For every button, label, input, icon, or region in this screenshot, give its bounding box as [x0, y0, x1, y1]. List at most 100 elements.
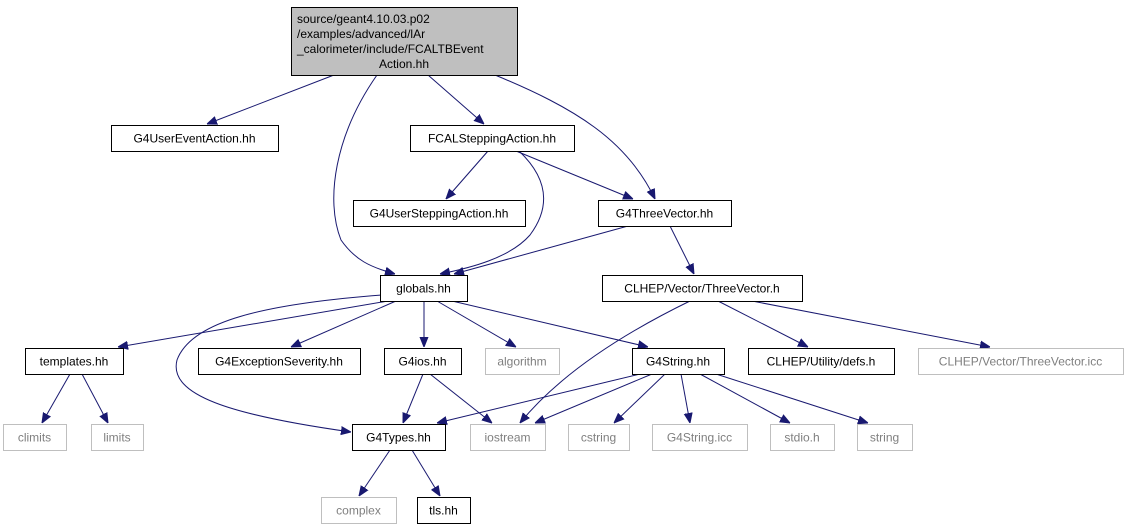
root-label-line: Action.hh: [379, 57, 429, 71]
node-box: [380, 275, 468, 302]
node-box: [198, 348, 361, 375]
edge-root-to-g4threevector: [494, 74, 655, 199]
node-label: cstring: [581, 431, 616, 445]
edge-root-to-g4usereventaction: [207, 74, 335, 124]
edges: [42, 74, 990, 496]
edge-g4types-to-complex: [359, 449, 391, 496]
node-label: CLHEP/Utility/defs.h: [767, 355, 876, 369]
node-tls[interactable]: tls.hh: [417, 497, 471, 524]
node-box: [25, 348, 124, 375]
node-fcalsteppingaction[interactable]: FCALSteppingAction.hh: [410, 125, 575, 152]
edge-globals-to-g4string: [451, 300, 648, 347]
node-iostream[interactable]: iostream: [470, 424, 546, 451]
edge-templates-to-limits: [81, 373, 108, 423]
node-label: stdio.h: [784, 431, 819, 445]
node-limits[interactable]: limits: [91, 424, 144, 451]
edge-g4ios-to-g4types: [403, 373, 424, 423]
node-label: G4ThreeVector.hh: [616, 207, 713, 221]
node-clhepthreevector[interactable]: CLHEP/Vector/ThreeVector.h: [602, 275, 803, 302]
node-box: [568, 424, 630, 451]
node-algorithm[interactable]: algorithm: [485, 348, 560, 375]
node-g4string[interactable]: G4String.hh: [632, 348, 725, 375]
edge-g4types-to-tls: [411, 449, 440, 496]
node-box: [111, 125, 279, 152]
edge-g4string-to-cstring: [614, 373, 666, 423]
node-label: climits: [18, 431, 51, 445]
edge-clhepthreevector-to-clhepdefs: [717, 300, 808, 347]
node-label: limits: [103, 431, 130, 445]
edge-templates-to-climits: [42, 373, 71, 423]
node-stdio[interactable]: stdio.h: [770, 424, 835, 451]
edge-globals-to-g4types: [175, 294, 383, 432]
node-box: [485, 348, 560, 375]
node-box: [748, 348, 895, 375]
node-box: [410, 125, 575, 152]
node-box: [417, 497, 471, 524]
node-box: [291, 7, 518, 76]
root-label-line: _calorimeter/include/FCALTBEvent: [296, 42, 484, 56]
edge-clhepthreevector-to-clhepthreevectoricc: [751, 300, 990, 347]
node-box: [602, 275, 803, 302]
node-g4threevector[interactable]: G4ThreeVector.hh: [598, 200, 732, 227]
node-globals[interactable]: globals.hh: [380, 275, 468, 302]
edge-g4string-to-g4types: [437, 373, 641, 423]
edge-root-to-fcalsteppingaction: [427, 74, 484, 124]
node-cstring[interactable]: cstring: [568, 424, 630, 451]
node-root: source/geant4.10.03.p02/examples/advance…: [291, 7, 518, 76]
edge-fcalsteppingaction-to-globals: [440, 150, 545, 274]
node-label: CLHEP/Vector/ThreeVector.h: [624, 282, 779, 296]
edge-g4string-to-iostream: [535, 373, 653, 423]
edge-fcalsteppingaction-to-g4threevector: [515, 150, 633, 199]
node-climits[interactable]: climits: [3, 424, 67, 451]
edge-g4string-to-stdio: [699, 373, 790, 423]
edge-g4string-to-string: [715, 373, 868, 423]
node-clhepdefs[interactable]: CLHEP/Utility/defs.h: [748, 348, 895, 375]
node-g4exceptionseverity[interactable]: G4ExceptionSeverity.hh: [198, 348, 361, 375]
node-label: algorithm: [497, 355, 546, 369]
node-box: [470, 424, 546, 451]
node-label: complex: [336, 504, 381, 518]
node-box: [770, 424, 835, 451]
edge-globals-to-algorithm: [436, 300, 516, 347]
node-g4ios[interactable]: G4ios.hh: [384, 348, 462, 375]
edge-g4threevector-to-globals: [454, 225, 629, 274]
node-box: [3, 424, 67, 451]
node-box: [652, 424, 748, 451]
node-box: [353, 200, 526, 227]
node-box: [384, 348, 462, 375]
node-g4usereventaction[interactable]: G4UserEventAction.hh: [111, 125, 279, 152]
node-label: G4String.hh: [646, 355, 710, 369]
node-label: G4UserSteppingAction.hh: [370, 207, 509, 221]
edge-g4string-to-g4stringicc: [680, 373, 690, 423]
node-label: G4ExceptionSeverity.hh: [215, 355, 343, 369]
node-label: iostream: [484, 431, 530, 445]
node-label: globals.hh: [396, 282, 451, 296]
node-clhepthreevectoricc[interactable]: CLHEP/Vector/ThreeVector.icc: [918, 348, 1124, 375]
node-box: [352, 424, 446, 451]
edge-globals-to-templates: [118, 300, 389, 347]
node-complex[interactable]: complex: [321, 497, 397, 524]
node-box: [321, 497, 397, 524]
node-label: G4UserEventAction.hh: [133, 132, 255, 146]
edge-g4ios-to-iostream: [429, 373, 492, 423]
node-label: CLHEP/Vector/ThreeVector.icc: [939, 355, 1102, 369]
node-g4usersteppingaction[interactable]: G4UserSteppingAction.hh: [353, 200, 526, 227]
node-g4types[interactable]: G4Types.hh: [352, 424, 446, 451]
node-box: [91, 424, 144, 451]
edge-clhepthreevector-to-iostream: [520, 300, 691, 423]
nodes: source/geant4.10.03.p02/examples/advance…: [3, 7, 1124, 524]
node-box: [632, 348, 725, 375]
node-label: G4Types.hh: [366, 431, 431, 445]
node-box: [598, 200, 732, 227]
edge-fcalsteppingaction-to-g4usersteppingaction: [446, 150, 489, 199]
node-label: string: [870, 431, 899, 445]
node-templates[interactable]: templates.hh: [25, 348, 124, 375]
root-label-line: source/geant4.10.03.p02: [297, 12, 430, 26]
edge-g4threevector-to-clhepthreevector: [669, 225, 694, 274]
node-g4stringicc[interactable]: G4String.icc: [652, 424, 748, 451]
node-label: FCALSteppingAction.hh: [428, 132, 556, 146]
node-box: [918, 348, 1124, 375]
node-string[interactable]: string: [857, 424, 913, 451]
node-label: tls.hh: [429, 504, 458, 518]
